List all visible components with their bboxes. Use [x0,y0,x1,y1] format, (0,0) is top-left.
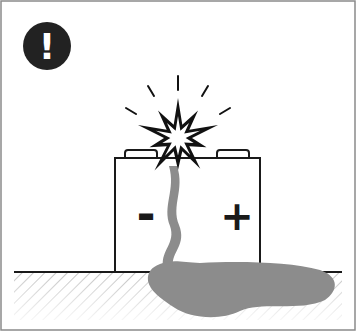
acid-stream [163,166,181,266]
battery-body [115,158,260,272]
warning-circle [23,22,71,70]
warning-mark: ! [39,29,55,65]
explosion-rays [126,76,230,114]
acid-puddle [148,261,335,317]
positive-terminal [217,150,249,158]
explosion-star [138,98,218,170]
polarity-mark: + [220,196,254,236]
negative-terminal [125,150,157,158]
explosion-core [156,116,200,156]
polarity-mark: - [136,191,155,237]
